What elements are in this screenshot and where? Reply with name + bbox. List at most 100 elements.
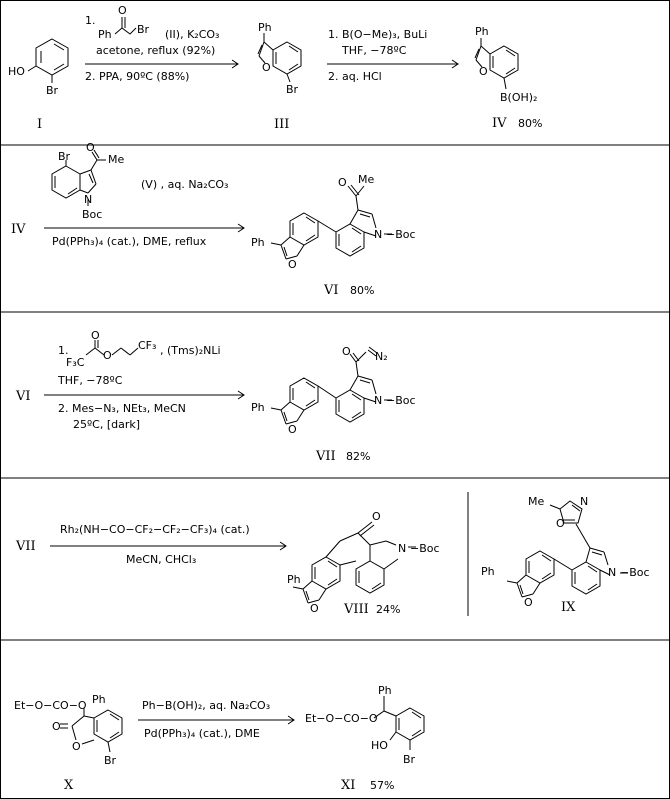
atom-o-ring: O — [72, 740, 81, 753]
yield: 57% — [370, 779, 394, 792]
atom-br: Br — [58, 150, 71, 163]
atom-ph: Ph — [251, 401, 265, 414]
atom-eto: Et−O−CO−O — [305, 712, 378, 725]
yield: 82% — [346, 450, 370, 463]
compound-XI: Et−O−CO−O Ph HO Br XI 57% — [305, 684, 425, 793]
compound-IV: Ph O B(OH)₂ IV 80% — [474, 25, 542, 131]
reagent-line: Pd(PPh₃)₄ (cat.), DME, reflux — [52, 235, 207, 248]
atom-br: Br — [46, 84, 59, 97]
atom-o-furan: O — [288, 423, 297, 436]
yield: 80% — [350, 284, 374, 297]
reagent-line: 1. B(O−Me)₃, BuLi — [328, 28, 427, 41]
atom-ph: Ph — [287, 573, 301, 586]
atom-o-oxazole: O — [556, 517, 565, 530]
atom-ph: Ph — [98, 28, 112, 41]
reagent-line: (V) , aq. Na₂CO₃ — [141, 178, 228, 191]
atom-o: O — [342, 345, 351, 358]
compound-I: HO Br I — [8, 38, 69, 132]
reagent-line: Rh₂(NH−CO−CF₂−CF₂−CF₃)₄ (cat.) — [60, 523, 250, 536]
reagent-line: 25ºC, [dark] — [73, 418, 140, 431]
atom-o-carbonyl: O — [52, 720, 61, 733]
step-3: IV Br O Me N Boc (V) , aq. Na₂CO₃ Pd(PPh… — [11, 141, 245, 248]
atom-ph: Ph — [251, 236, 265, 249]
atom-ph: Ph — [92, 693, 106, 706]
step-1-reagents: 1. Ph O Br (II), K₂CO₃ acetone, reflux (… — [85, 4, 239, 83]
atom-boc: −Boc — [386, 394, 416, 407]
compound-VI: Ph O N −Boc O Me VI 80% — [251, 173, 416, 298]
step-5: VII Rh₂(NH−CO−CF₂−CF₂−CF₃)₄ (cat.) MeCN,… — [15, 523, 287, 566]
reagent-line: THF, −78ºC — [57, 374, 123, 387]
compound-VII: Ph O N −Boc O N₂ VII 82% — [251, 345, 416, 464]
reagent-line: acetone, reflux (92%) — [96, 44, 215, 57]
compound-label: XI — [341, 778, 355, 793]
reagent-line: , (Tms)₂NLi — [160, 344, 221, 357]
start-label: IV — [11, 222, 26, 237]
atom-o-furan: O — [524, 596, 533, 609]
atom-n: N — [374, 394, 382, 407]
atom-cf3: CF₃ — [138, 339, 156, 352]
atom-ph: Ph — [475, 25, 489, 38]
compound-label: VI — [323, 283, 339, 298]
yield: 80% — [518, 117, 542, 130]
atom-ph: Ph — [258, 21, 272, 34]
reagent-line: Ph−B(OH)₂, aq. Na₂CO₃ — [142, 699, 270, 712]
start-label: VI — [15, 389, 31, 404]
atom-o: O — [338, 176, 347, 189]
atom-n: N — [398, 542, 406, 555]
compound-label: I — [37, 117, 42, 132]
atom-ph: Ph — [481, 565, 495, 578]
atom-br: Br — [104, 754, 117, 767]
reagent-line: 1. — [58, 344, 69, 357]
atom-boc: −Boc — [410, 542, 440, 555]
atom-br: Br — [137, 23, 150, 36]
step-2-reagents: 1. B(O−Me)₃, BuLi THF, −78ºC 2. aq. HCl — [327, 28, 459, 83]
atom-f3c: F₃C — [66, 356, 85, 369]
atom-n: N — [374, 228, 382, 241]
atom-o: O — [86, 141, 95, 154]
compound-label: III — [274, 117, 289, 132]
atom-me: Me — [528, 495, 544, 508]
reagent-line: THF, −78ºC — [341, 44, 407, 57]
step-4: VI 1. O O F₃C CF₃ , (Tms)₂NLi THF, −78ºC… — [15, 329, 245, 431]
atom-br: Br — [286, 83, 299, 96]
compound-label: VII — [315, 449, 336, 464]
atom-eto: Et−O−CO−O — [14, 699, 87, 712]
compound-III: Ph O Br III — [257, 21, 302, 132]
compound-label: IV — [492, 116, 507, 131]
atom-me: Me — [358, 173, 374, 186]
atom-br: Br — [403, 753, 416, 766]
atom-boc: −Boc — [386, 228, 416, 241]
compound-label: X — [64, 778, 74, 793]
reagent-line: 1. — [85, 14, 96, 27]
atom-me: Me — [108, 153, 124, 166]
atom-ph: Ph — [378, 684, 392, 697]
atom-ho: HO — [371, 739, 388, 752]
reagent-line: Pd(PPh₃)₄ (cat.), DME — [144, 727, 260, 740]
atom-o: O — [103, 349, 112, 362]
atom-oh: HO — [8, 65, 25, 78]
atom-n: N — [608, 566, 616, 579]
atom-boc: Boc — [82, 208, 102, 221]
reagent-line: 2. PPA, 90ºC (88%) — [85, 70, 189, 83]
yield: 24% — [376, 603, 400, 616]
compound-VIII: Ph O O N −Boc VIII 24% — [287, 510, 440, 617]
reagent-line: 2. aq. HCl — [328, 70, 382, 83]
compound-IX: Me N O Ph O N −Boc IX — [481, 495, 650, 615]
compound-X: Et−O−CO−O Ph O O Br X — [14, 693, 123, 793]
atom-n: N — [84, 193, 92, 206]
reagent-line: MeCN, CHCl₃ — [126, 553, 196, 566]
compound-label: IX — [561, 600, 576, 615]
reagent-line: (II), K₂CO₃ — [165, 28, 219, 41]
compound-label: VIII — [343, 602, 369, 617]
start-label: VII — [15, 539, 36, 554]
atom-o: O — [479, 65, 488, 78]
atom-o: O — [118, 4, 127, 17]
atom-o-furan: O — [310, 602, 319, 615]
atom-boc: −Boc — [620, 566, 650, 579]
step-6-reagents: Ph−B(OH)₂, aq. Na₂CO₃ Pd(PPh₃)₄ (cat.), … — [138, 699, 295, 740]
atom-o: O — [91, 329, 100, 342]
atom-n2: N₂ — [375, 350, 388, 363]
reagent-line: 2. Mes−N₃, NEt₃, MeCN — [58, 402, 186, 415]
